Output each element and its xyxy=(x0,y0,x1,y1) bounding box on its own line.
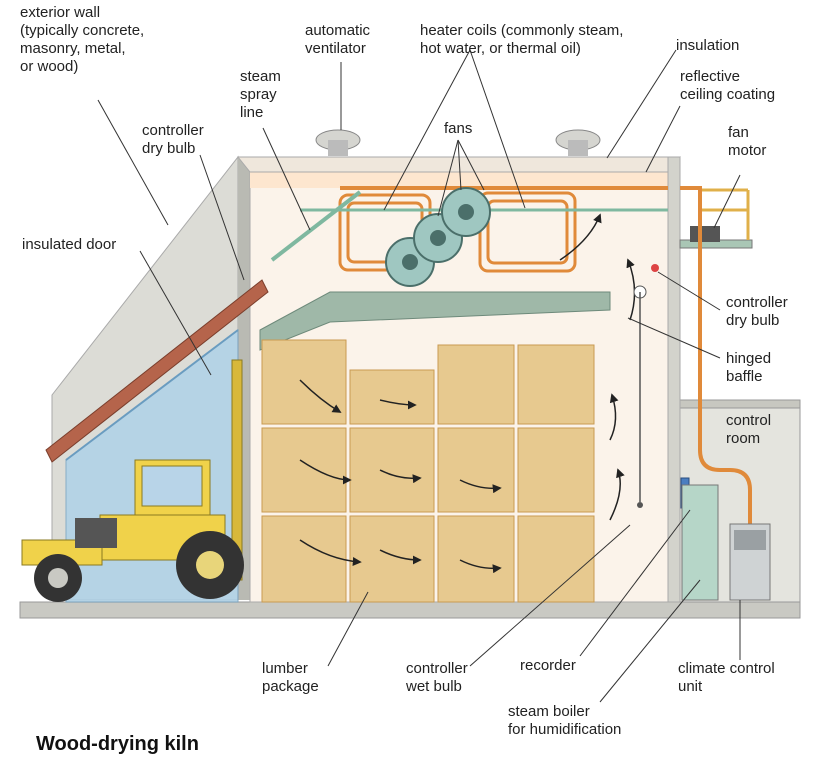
label-line: controller xyxy=(142,122,204,139)
label-exterior-wall-line: exterior wall xyxy=(20,4,101,21)
label-fan-motor: fan motor xyxy=(728,124,766,160)
label-line: reflective xyxy=(680,68,741,85)
label-controller-dry-bulb-left: controller dry bulb xyxy=(142,122,204,158)
label-insulation: insulation xyxy=(676,37,739,55)
label-line: insulated door xyxy=(22,236,117,253)
label-line: steam boiler xyxy=(508,703,590,720)
label-exterior-wall-line: or wood) xyxy=(20,58,79,75)
hinged-baffle xyxy=(259,291,611,351)
label-line: ventilator xyxy=(305,40,366,57)
label-line: automatic xyxy=(305,22,371,39)
boiler-pipe xyxy=(680,186,752,524)
label-line: controller xyxy=(406,660,468,677)
label-line: motor xyxy=(728,142,767,159)
label-line: heater coils (commonly steam, xyxy=(420,22,624,39)
label-line: line xyxy=(240,104,264,121)
label-fans: fans xyxy=(444,120,472,138)
label-exterior-wall-line: masonry, metal, xyxy=(20,40,126,57)
label-control-room: control room xyxy=(726,412,771,448)
label-line: unit xyxy=(678,678,703,695)
label-insulated-door: insulated door xyxy=(22,236,116,254)
label-exterior-wall-line: (typically concrete, xyxy=(20,22,145,39)
label-line: hot water, or thermal oil) xyxy=(420,40,581,57)
boiler-icon xyxy=(681,484,771,601)
label-recorder: recorder xyxy=(520,657,576,675)
fan-motor-platform xyxy=(679,188,753,249)
label-line: control xyxy=(726,412,772,429)
label-climate-control-unit: climate control unit xyxy=(678,660,775,696)
label-line: baffle xyxy=(726,368,763,385)
lumber-stacks xyxy=(261,339,595,603)
label-line: spray xyxy=(240,86,277,103)
label-hinged-baffle: hinged baffle xyxy=(726,350,771,386)
diagram-title: Wood-drying kiln xyxy=(36,733,199,755)
label-steam-spray-line: steam spray line xyxy=(240,68,281,122)
floor-slab xyxy=(19,601,801,619)
door-rail xyxy=(45,279,269,463)
label-line: fan xyxy=(728,124,749,141)
airflow-arrows xyxy=(299,213,636,574)
label-line: controller xyxy=(726,294,788,311)
label-line: hinged xyxy=(726,350,772,367)
label-line: ceiling coating xyxy=(680,86,776,103)
controller-sensors xyxy=(633,264,659,508)
label-controller-dry-bulb-right: controller dry bulb xyxy=(726,294,788,330)
ventilator-icon xyxy=(315,129,601,156)
label-heater-coils: heater coils (commonly steam, hot water,… xyxy=(420,22,623,58)
label-line: for humidification xyxy=(508,721,622,738)
label-line: climate control xyxy=(678,660,775,677)
forklift-icon xyxy=(21,359,244,602)
label-line: dry bulb xyxy=(142,140,196,157)
label-line: room xyxy=(726,430,761,447)
label-steam-boiler: steam boiler for humidification xyxy=(508,703,621,739)
label-line: dry bulb xyxy=(726,312,780,329)
fan-icon xyxy=(385,187,491,287)
label-reflective-ceiling-coating: reflective ceiling coating xyxy=(680,68,775,104)
leader-lines xyxy=(97,49,741,703)
label-controller-wet-bulb: controller wet bulb xyxy=(406,660,468,696)
label-line: insulation xyxy=(676,37,740,54)
label-line: wet bulb xyxy=(406,678,462,695)
label-line: fans xyxy=(444,120,473,137)
label-line: package xyxy=(262,678,319,695)
label-line: recorder xyxy=(520,657,576,674)
label-automatic-ventilator: automatic ventilator xyxy=(305,22,370,58)
label-line: steam xyxy=(240,68,281,85)
label-exterior-wall: exterior wall (typically concrete, mason… xyxy=(20,4,144,76)
label-line: lumber xyxy=(262,660,308,677)
label-lumber-package: lumber package xyxy=(262,660,319,696)
